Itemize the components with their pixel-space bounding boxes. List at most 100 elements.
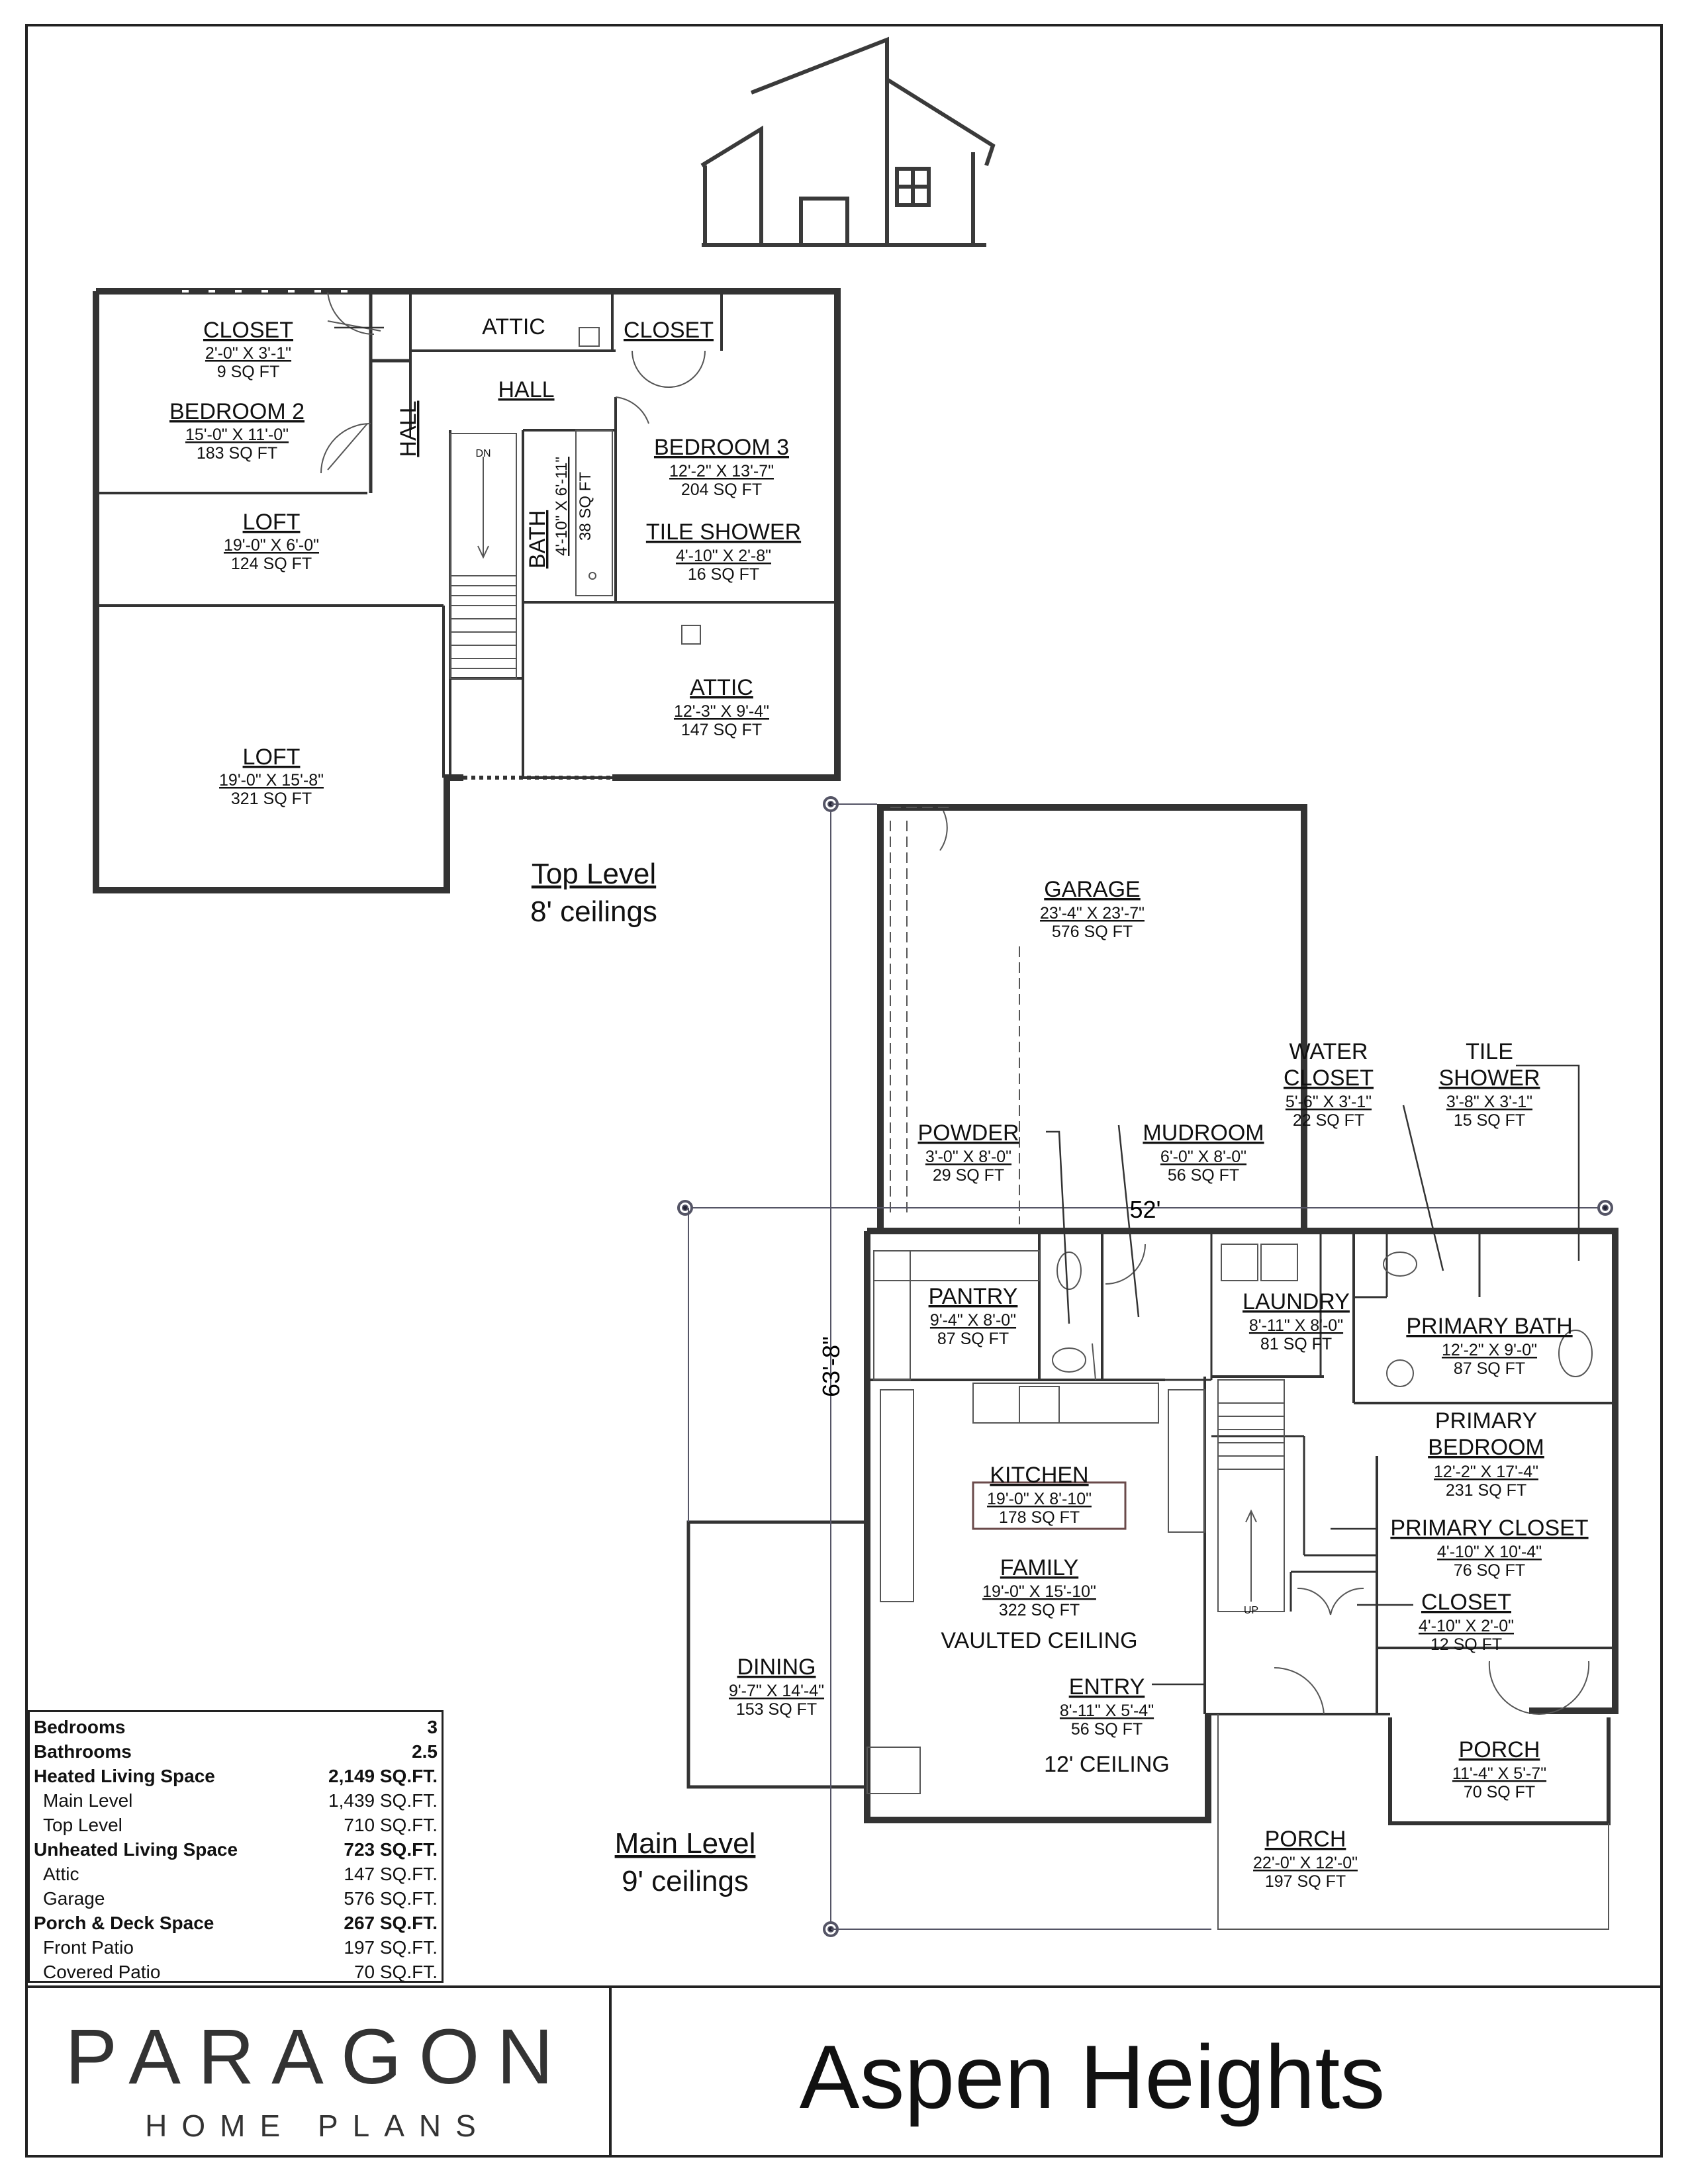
room-tile-shower-top-area: 16 SQ FT <box>688 565 759 584</box>
room-tile-shower-main: TILE <box>1466 1039 1513 1064</box>
room-closet-bedroom2-size: 2'-0" X 3'-1" <box>205 344 291 363</box>
room-primary-bedroom-area: 231 SQ FT <box>1446 1481 1526 1500</box>
stats-value: 2,149 SQ.FT. <box>328 1766 438 1786</box>
room-entry-size: 8'-11" X 5'-4" <box>1060 1702 1154 1720</box>
room-kitchen: KITCHEN <box>990 1463 1088 1488</box>
stair-dn-label: DN <box>475 448 491 459</box>
stats-value: 197 SQ.FT. <box>344 1937 438 1958</box>
main-level-details <box>867 807 1609 1930</box>
top-level-details <box>162 290 706 780</box>
room-attic-large-area: 147 SQ FT <box>681 721 762 739</box>
room-dining: DINING <box>737 1655 816 1680</box>
room-entry: ENTRY <box>1069 1674 1145 1700</box>
room-pantry-area: 87 SQ FT <box>937 1330 1009 1348</box>
room-family: FAMILY <box>1000 1555 1078 1580</box>
room-dining-size: 9'-7" X 14'-4" <box>729 1682 824 1700</box>
room-attic-large: ATTIC <box>690 675 753 700</box>
stats-label: Covered Patio <box>43 1962 161 1982</box>
room-water-closet-area: 22 SQ FT <box>1293 1111 1364 1130</box>
stats-label: Garage <box>43 1888 105 1909</box>
room-tile-shower-main-area: 15 SQ FT <box>1454 1111 1525 1130</box>
room-tile-shower-top: TILE SHOWER <box>646 520 801 545</box>
stats-label: Unheated Living Space <box>34 1839 238 1860</box>
stats-value: 267 SQ.FT. <box>344 1913 438 1933</box>
stats-value: 710 SQ.FT. <box>344 1815 438 1835</box>
room-porch-side-size: 11'-4" X 5'-7" <box>1452 1764 1546 1783</box>
room-porch-front-area: 197 SQ FT <box>1265 1872 1346 1891</box>
stats-row: Bedrooms 3 <box>34 1715 438 1739</box>
stats-row: Covered Patio 70 SQ.FT. <box>34 1960 438 1984</box>
stats-row: Main Level 1,439 SQ.FT. <box>34 1788 438 1813</box>
stats-label: Bedrooms <box>34 1717 126 1737</box>
room-entry-note: 12' CEILING <box>1044 1752 1170 1777</box>
room-kitchen-size: 19'-0" X 8'-10" <box>987 1490 1092 1508</box>
room-pantry-size: 9'-4" X 8'-0" <box>930 1311 1016 1330</box>
stats-value: 3 <box>427 1717 438 1737</box>
room-primary-closet-size: 4'-10" X 10'-4" <box>1437 1543 1542 1561</box>
room-hall-vertical: HALL <box>396 400 421 457</box>
room-closet-bedroom2-area: 9 SQ FT <box>217 363 279 381</box>
stats-value: 70 SQ.FT. <box>353 1962 438 1982</box>
stats-value: 723 SQ.FT. <box>344 1839 438 1860</box>
stats-label: Front Patio <box>43 1937 134 1958</box>
main-level-walls <box>686 804 1618 1825</box>
title-block-divider <box>609 1985 612 2158</box>
room-bedroom-2-area: 183 SQ FT <box>197 444 277 463</box>
room-garage-size: 23'-4" X 23'-7" <box>1040 904 1145 923</box>
room-bath-top-area: 38 SQ FT <box>577 472 594 541</box>
room-attic-top: ATTIC <box>482 314 545 340</box>
room-water-closet-size: 5'-6" X 3'-1" <box>1286 1093 1372 1111</box>
room-closet-main-area: 12 SQ FT <box>1430 1635 1502 1654</box>
dimension-depth: 63'-8" <box>818 1336 845 1397</box>
room-family-area: 322 SQ FT <box>999 1601 1080 1619</box>
room-bath-top: BATH <box>525 510 550 569</box>
stats-label: Bathrooms <box>34 1741 132 1762</box>
room-primary-bedroom: PRIMARY <box>1435 1408 1537 1433</box>
room-bedroom-3-size: 12'-2" X 13'-7" <box>669 462 774 480</box>
room-primary-bath: PRIMARY BATH <box>1406 1314 1572 1339</box>
room-laundry-area: 81 SQ FT <box>1260 1335 1332 1353</box>
room-entry-area: 56 SQ FT <box>1071 1720 1143 1739</box>
top-level-labels: CLOSET 2'-0" X 3'-1" 9 SQ FT BEDROOM 2 1… <box>169 314 1258 1616</box>
stats-row: Unheated Living Space 723 SQ.FT. <box>34 1837 438 1862</box>
stats-label: Attic <box>43 1864 79 1884</box>
room-laundry: LAUNDRY <box>1243 1289 1350 1314</box>
stats-label: Top Level <box>43 1815 122 1835</box>
room-hall-top: HALL <box>498 377 554 402</box>
dimension-width: 52' <box>1130 1196 1161 1223</box>
stats-label: Porch & Deck Space <box>34 1913 214 1933</box>
main-level-title: Main Level <box>615 1827 756 1860</box>
main-level-ceiling: 9' ceilings <box>622 1865 749 1897</box>
room-water-closet-line2: CLOSET <box>1284 1066 1374 1091</box>
stair-up-label: UP <box>1244 1605 1258 1616</box>
room-bedroom-2-size: 15'-0" X 11'-0" <box>185 426 289 444</box>
room-tile-shower-main-line2: SHOWER <box>1439 1066 1540 1091</box>
stats-row: Front Patio 197 SQ.FT. <box>34 1935 438 1960</box>
sheet-border <box>25 24 1663 2158</box>
room-loft-small-area: 124 SQ FT <box>231 555 312 573</box>
room-bedroom-3: BEDROOM 3 <box>654 435 789 460</box>
room-primary-closet: PRIMARY CLOSET <box>1390 1516 1588 1541</box>
stats-row: Porch & Deck Space 267 SQ.FT. <box>34 1911 438 1935</box>
floor-plan: CLOSET 2'-0" X 3'-1" 9 SQ FT BEDROOM 2 1… <box>93 36 1618 1937</box>
stats-value: 1,439 SQ.FT. <box>328 1790 438 1811</box>
room-garage: GARAGE <box>1044 877 1140 902</box>
stats-label: Main Level <box>43 1790 133 1811</box>
room-bedroom-3-area: 204 SQ FT <box>681 480 762 499</box>
room-family-note: VAULTED CEILING <box>941 1628 1137 1653</box>
room-bedroom-2: BEDROOM 2 <box>169 399 305 424</box>
room-primary-bath-area: 87 SQ FT <box>1454 1359 1525 1378</box>
room-primary-bath-size: 12'-2" X 9'-0" <box>1442 1341 1537 1359</box>
dimension-lines <box>677 796 1613 1937</box>
top-level-title: Top Level <box>532 858 656 890</box>
room-porch-front: PORCH <box>1265 1827 1346 1852</box>
level-titles: Top Level 8' ceilings Main Level 9' ceil… <box>530 858 755 1897</box>
room-closet-bedroom2: CLOSET <box>203 318 293 343</box>
room-loft-large: LOFT <box>243 745 301 770</box>
room-pantry: PANTRY <box>929 1284 1018 1309</box>
